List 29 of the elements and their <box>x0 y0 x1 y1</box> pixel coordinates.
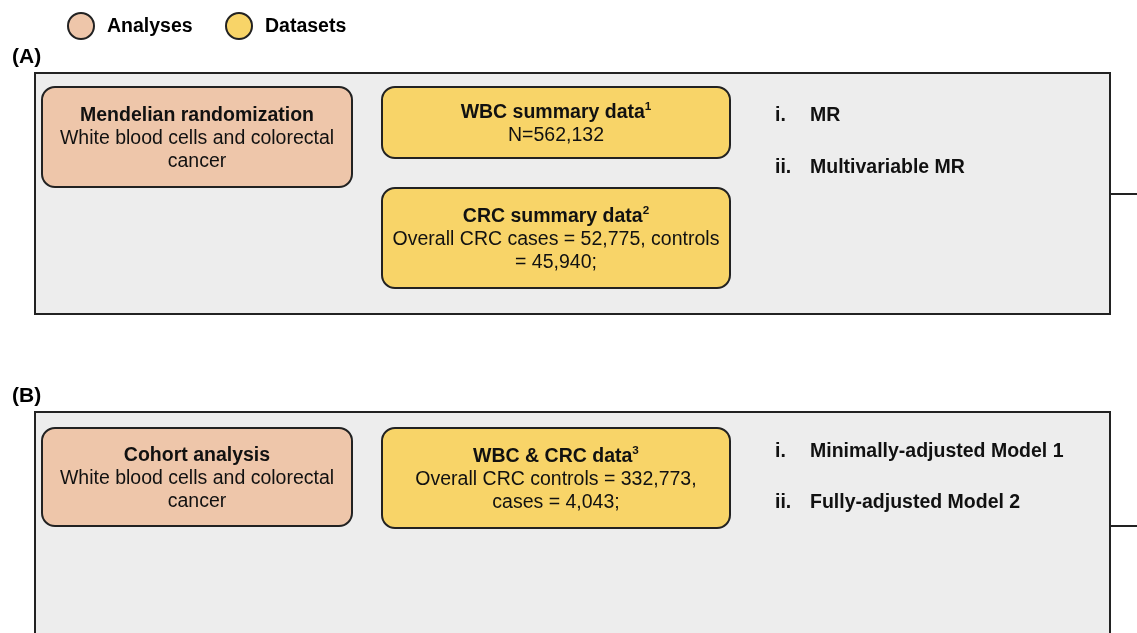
analysis-box <box>41 86 353 188</box>
legend-label: Datasets <box>265 14 347 37</box>
method-label: Minimally-adjusted Model 1 <box>810 439 1064 462</box>
method-label: Fully-adjusted Model 2 <box>810 490 1021 513</box>
list-numeral: i. <box>775 103 786 126</box>
list-numeral: ii. <box>775 490 792 513</box>
method-label: MR <box>810 103 841 126</box>
dataset-box <box>381 86 731 159</box>
box-title: WBC summary data$^{1}$ <box>460 99 652 123</box>
dataset-box <box>381 427 731 529</box>
box-title: WBC & CRC data$^{3}$ <box>473 443 639 467</box>
box-description: Overall CRC controls = 332,773, cases = 4,043; <box>414 466 698 513</box>
section-heading: (B) <box>12 383 42 407</box>
box-description: White blood cells and colorectal cancer <box>58 465 336 512</box>
section-heading: (A) <box>12 44 42 68</box>
box-description: White blood cells and colorectal cancer <box>58 125 336 172</box>
connector-line <box>1110 525 1137 527</box>
connector-line <box>1110 193 1137 195</box>
box-title: CRC summary data$^{2}$ <box>462 203 650 227</box>
dataset-box <box>381 187 731 289</box>
method-label: Multivariable MR <box>810 155 965 178</box>
list-numeral: ii. <box>775 155 792 178</box>
box-description: Overall CRC cases = 52,775, controls = 45,940; <box>391 226 721 273</box>
legend-label: Analyses <box>107 14 193 37</box>
box-title: Cohort analysis <box>123 442 271 466</box>
list-numeral: i. <box>775 439 786 462</box>
box-title: Mendelian randomization <box>80 102 314 126</box>
analysis-box <box>41 427 353 527</box>
box-description: N=562,132 <box>508 122 604 146</box>
